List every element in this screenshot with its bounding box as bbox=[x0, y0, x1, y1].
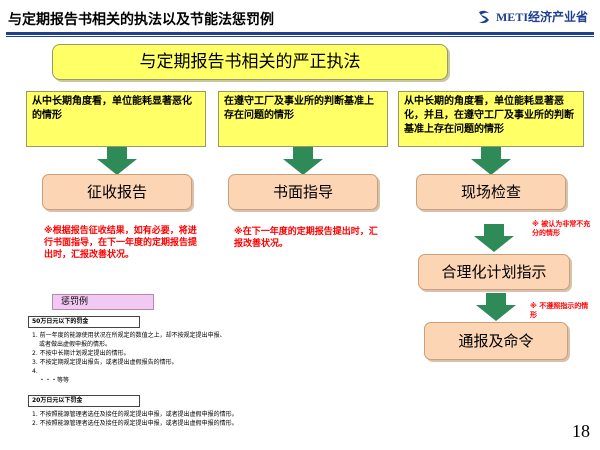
fine-list-200k: 1. 不按照能源管理者选任及接任的规定提出申报，或者提出虚假申报的情形。 2. … bbox=[32, 410, 412, 428]
action-written-guidance: 书面指导 bbox=[228, 174, 378, 210]
down-arrow-icon bbox=[474, 224, 514, 252]
title-rule-thin bbox=[6, 36, 594, 37]
list-item: 1. 不按照能源管理者选任及接任的规定提出申报，或者提出虚假申报的情形。 bbox=[32, 411, 238, 418]
condition-box-3: 从中长期的角度看，单位能耗显著恶化，并且，在遵守工厂及事业所的判断基准上存在问题… bbox=[398, 91, 584, 147]
action-rationalization-plan: 合理化计划指示 bbox=[418, 254, 570, 290]
action-notice-and-order: 通报及命令 bbox=[424, 322, 568, 360]
list-item: 3. 不按定期规定提出报告，或者提出虚假报告的情形。 bbox=[32, 359, 178, 366]
list-item: 2. 不按照能源管理者选任及接任的规定提出申报，或者提出虚假申报的情形。 bbox=[32, 420, 238, 427]
action-levy-report: 征收报告 bbox=[42, 174, 192, 210]
slide-title: 与定期报告书相关的执法以及节能法惩罚例 bbox=[8, 12, 274, 28]
penalty-tag: 惩罚例 bbox=[52, 294, 154, 310]
title-rule bbox=[6, 32, 594, 35]
fine-header-500k: 50万日元以下的罚金 bbox=[28, 316, 140, 328]
note-inspect: ※ 被认为非常不充分的情形 bbox=[532, 220, 591, 237]
down-arrow-icon bbox=[97, 147, 137, 175]
page-number: 18 bbox=[572, 421, 590, 441]
meti-logo: METI经济产业省 bbox=[476, 8, 588, 25]
list-item: 1. 前一年度的能源使用状况在所规定的数值之上，却不按规定提出申报、 bbox=[32, 332, 226, 339]
list-item: 或者做出虚假申报的情形。 bbox=[39, 341, 112, 348]
list-item: 2. 不按中长期计划规定提出的情形。 bbox=[32, 350, 130, 357]
note-levy: ※根据报告征收结果，如有必要，将进行书面指导，在下一年度的定期报告提出时，汇报改… bbox=[44, 226, 198, 260]
down-arrow-icon bbox=[283, 147, 323, 175]
note-written: ※在下一年度的定期报告提出时，汇报改善状况。 bbox=[234, 227, 378, 249]
down-arrow-icon bbox=[476, 293, 516, 321]
logo-text: METI经济产业省 bbox=[495, 10, 588, 24]
note-plan: ※ 不遵照指示的情形 bbox=[530, 302, 589, 319]
list-item: ・・・等等 bbox=[39, 377, 70, 384]
down-arrow-icon bbox=[471, 147, 511, 175]
condition-box-2: 在遵守工厂及事业所的判断基准上存在问题的情形 bbox=[218, 91, 388, 147]
fine-list-500k: 1. 前一年度的能源使用状况在所规定的数值之上，却不按规定提出申报、 或者做出虚… bbox=[32, 331, 412, 385]
meti-logo-icon bbox=[478, 10, 489, 23]
action-onsite-inspection: 现场检查 bbox=[416, 174, 566, 210]
list-item: 4. bbox=[32, 368, 38, 375]
fine-header-200k: 20万日元以下罚金 bbox=[28, 395, 140, 407]
condition-box-1: 从中长期角度看，单位能耗显著恶化的情形 bbox=[26, 91, 206, 147]
main-enforcement-box: 与定期报告书相关的严正执法 bbox=[52, 44, 448, 80]
